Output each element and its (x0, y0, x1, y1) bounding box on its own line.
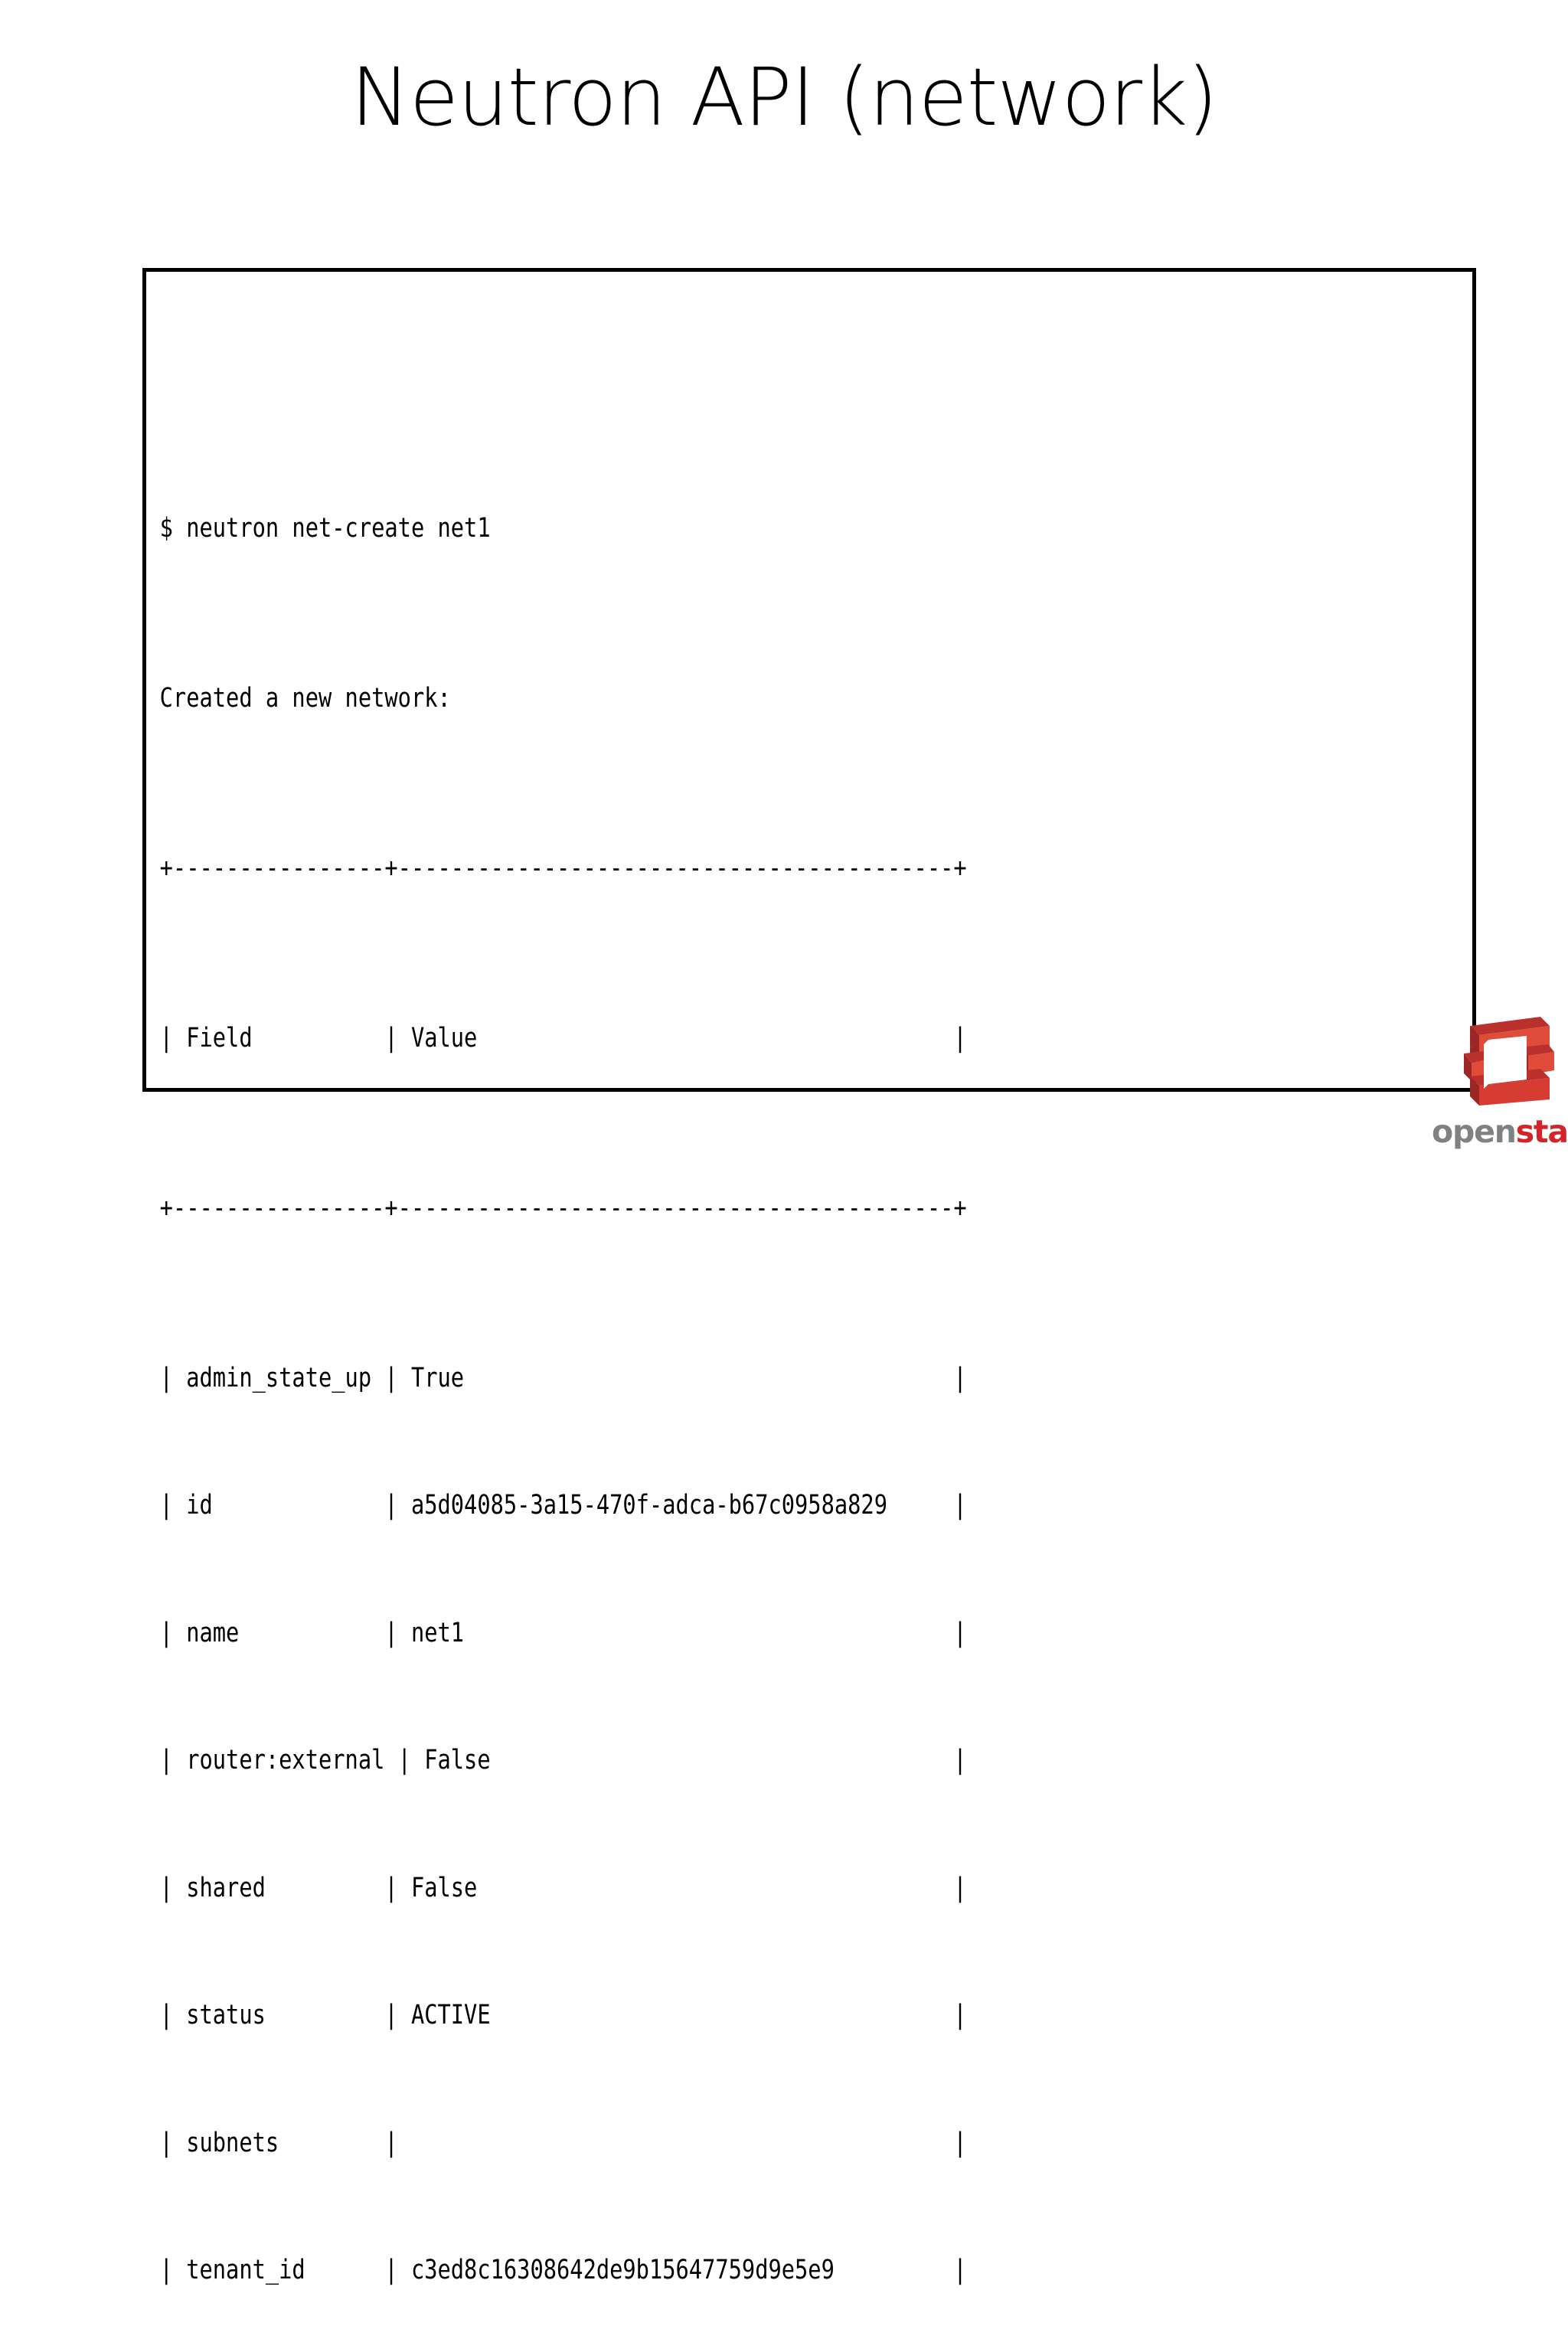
table-row: | name | net1 | (159, 1617, 967, 1648)
page-title: Neutron API (network) (351, 51, 1218, 144)
console-output-box: $ neutron net-create net1 Created a new … (142, 268, 1476, 2285)
table-row: | status | ACTIVE | (159, 2000, 967, 2030)
terminal-prompt-line: $ neutron net-create net1 (159, 512, 491, 544)
table-row: | subnets | | (159, 2127, 967, 2158)
slide-canvas: Neutron API (network) $ neutron net-crea… (142, 51, 1568, 2285)
table-separator-top: +----------------+----------------------… (159, 852, 967, 884)
terminal-result-line: Created a new network: (159, 682, 451, 714)
table-row: | shared | False | (159, 1872, 967, 1903)
openstack-wordmark: openstack™ (1432, 1116, 1568, 1148)
wordmark-stack: stack (1515, 1113, 1568, 1150)
console-top-spacer (160, 357, 967, 380)
openstack-logo: openstack™ (1432, 1009, 1568, 1176)
table-separator-mid: +----------------+----------------------… (159, 1192, 967, 1223)
table-header-row: | Field | Value | (159, 1022, 967, 1054)
wordmark-open: open (1432, 1113, 1517, 1150)
terminal-text: $ neutron net-create net1 Created a new … (158, 272, 967, 2352)
table-row: | admin_state_up | True | (159, 1362, 967, 1393)
openstack-mark-icon (1464, 1017, 1554, 1106)
table-row: | router:external | False | (159, 1745, 967, 1775)
table-row: | tenant_id | c3ed8c16308642de9b15647759… (159, 2255, 967, 2285)
table-row: | id | a5d04085-3a15-470f-adca-b67c0958a… (159, 1490, 967, 1521)
